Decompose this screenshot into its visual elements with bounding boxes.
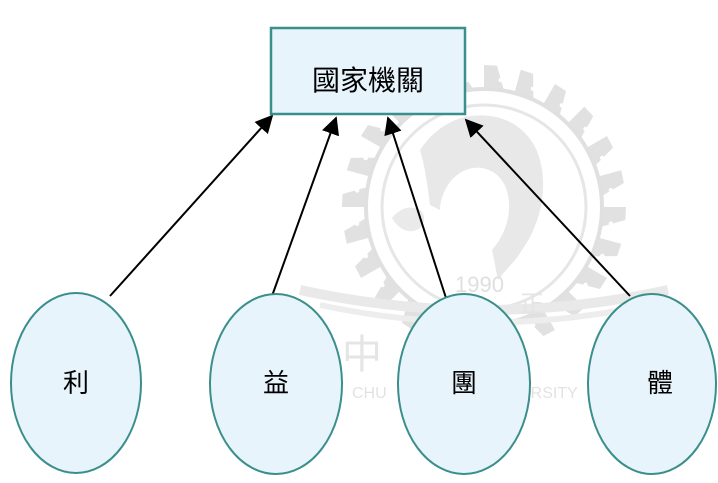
gear-dot: [363, 155, 368, 161]
gear-dot: [583, 126, 588, 132]
ellipse-shape: [587, 293, 717, 475]
gear-dot: [380, 127, 385, 132]
gear-dot: [498, 77, 503, 83]
ellipse-label: 體: [647, 369, 673, 399]
gear-dot: [530, 323, 536, 328]
gear-dot: [559, 103, 564, 108]
ellipse-node-3: 團: [397, 293, 531, 475]
watermark-english-left: CHU: [352, 385, 387, 402]
ellipse-shape: [209, 293, 343, 475]
gear-dot: [583, 282, 588, 287]
watermark-char-mid: 正: [520, 290, 544, 318]
gear-dot: [354, 188, 360, 193]
ellipse-node-1: 利: [10, 292, 142, 474]
top-box-label: 國家機關: [312, 64, 424, 97]
arrow-tuan-to-box: [384, 116, 447, 299]
ellipse-shape: [10, 292, 142, 474]
gear-dot: [608, 221, 614, 226]
gear-dot: [530, 86, 536, 91]
top-box: 國家機關: [269, 26, 467, 116]
gear-dot: [608, 188, 614, 193]
ellipse-shape: [397, 293, 531, 475]
ellipse-node-2: 益: [209, 293, 343, 475]
gear-dot: [600, 155, 605, 161]
ellipse-label: 團: [451, 369, 477, 399]
arrow-group: [109, 114, 631, 299]
arrow-ti-to-box: [464, 118, 631, 297]
top-box-shape: [269, 26, 467, 116]
arrow-li-to-box: [109, 114, 274, 297]
gear-dot: [363, 253, 368, 259]
watermark-char-left: 中: [342, 332, 382, 378]
ellipse-node-4: 體: [587, 293, 717, 475]
ellipse-label: 益: [263, 369, 289, 399]
watermark-english-right: ERSITY: [520, 385, 578, 402]
gear-dot: [600, 253, 605, 259]
gear-dot: [354, 221, 360, 226]
ellipse-label: 利: [63, 369, 89, 399]
arrow-yi-to-box: [271, 116, 339, 297]
horse-icon: [420, 115, 544, 280]
gear-dot: [380, 282, 385, 288]
watermark-year: 1990: [455, 272, 504, 297]
